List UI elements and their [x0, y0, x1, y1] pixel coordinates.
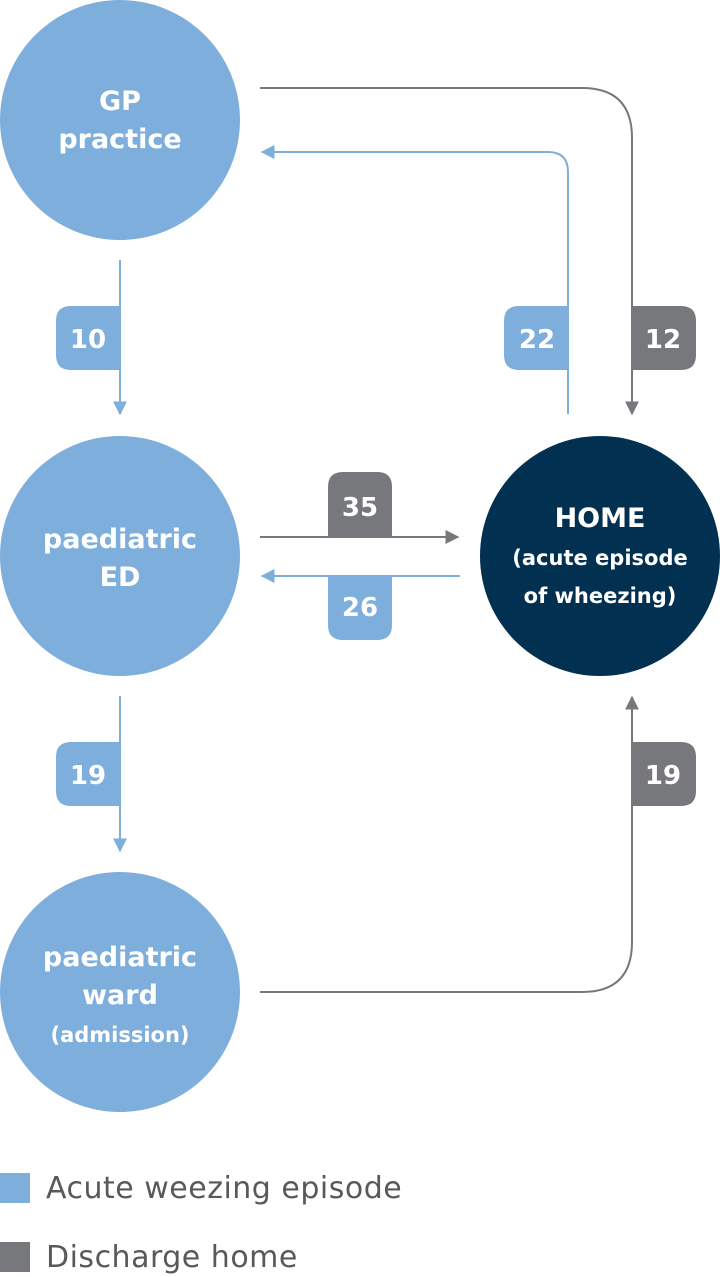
- badge-ward-to-home: 19: [632, 742, 696, 806]
- badge-gp-to-home: 12: [632, 306, 696, 370]
- node-paediatric-ed: paediatric ED: [0, 436, 240, 676]
- node-gp-practice-line2: practice: [58, 124, 181, 155]
- badge-home-to-gp-value: 22: [519, 325, 555, 355]
- node-home: HOME (acute episode of wheezing): [480, 436, 720, 676]
- badge-ed-to-home: 35: [328, 472, 392, 537]
- node-paediatric-ward-line3: (admission): [50, 1023, 189, 1047]
- badge-ed-to-ward-value: 19: [70, 761, 106, 791]
- legend-swatch-discharge: [0, 1242, 30, 1272]
- node-paediatric-ward-line1: paediatric: [43, 942, 197, 973]
- arrow-gp-to-home: [260, 87, 639, 416]
- badge-home-to-ed: 26: [328, 576, 392, 640]
- node-paediatric-ed-line2: ED: [100, 562, 141, 593]
- arrow-ward-to-home: [260, 695, 639, 993]
- node-home-line3: of wheezing): [524, 584, 677, 608]
- legend-item-acute: Acute weezing episode: [0, 1168, 402, 1208]
- legend-label-acute: Acute weezing episode: [46, 1170, 403, 1206]
- badge-home-to-gp: 22: [504, 306, 568, 370]
- patient-flow-diagram: 10 22 12 35 26 19 19 GP practice paediat…: [0, 0, 720, 1112]
- badge-home-to-ed-value: 26: [342, 593, 378, 623]
- legend-swatch-acute: [0, 1173, 30, 1203]
- badge-ward-to-home-value: 19: [645, 761, 681, 791]
- badge-gp-to-ed-value: 10: [70, 325, 106, 355]
- badge-ed-to-home-value: 35: [342, 493, 378, 523]
- legend-label-discharge: Discharge home: [46, 1239, 298, 1275]
- legend-item-discharge: Discharge home: [0, 1237, 298, 1277]
- node-gp-practice: GP practice: [0, 0, 240, 240]
- badge-gp-to-home-value: 12: [645, 325, 681, 355]
- arrow-home-to-gp: [260, 145, 569, 414]
- node-paediatric-ward: paediatric ward (admission): [0, 872, 240, 1112]
- badge-ed-to-ward: 19: [56, 742, 120, 806]
- node-home-line1: HOME: [555, 503, 646, 534]
- node-gp-practice-line1: GP: [99, 86, 141, 117]
- node-paediatric-ed-line1: paediatric: [43, 524, 197, 555]
- node-home-line2: (acute episode: [512, 546, 687, 570]
- node-paediatric-ward-line2: ward: [82, 980, 158, 1011]
- badge-gp-to-ed: 10: [56, 306, 120, 370]
